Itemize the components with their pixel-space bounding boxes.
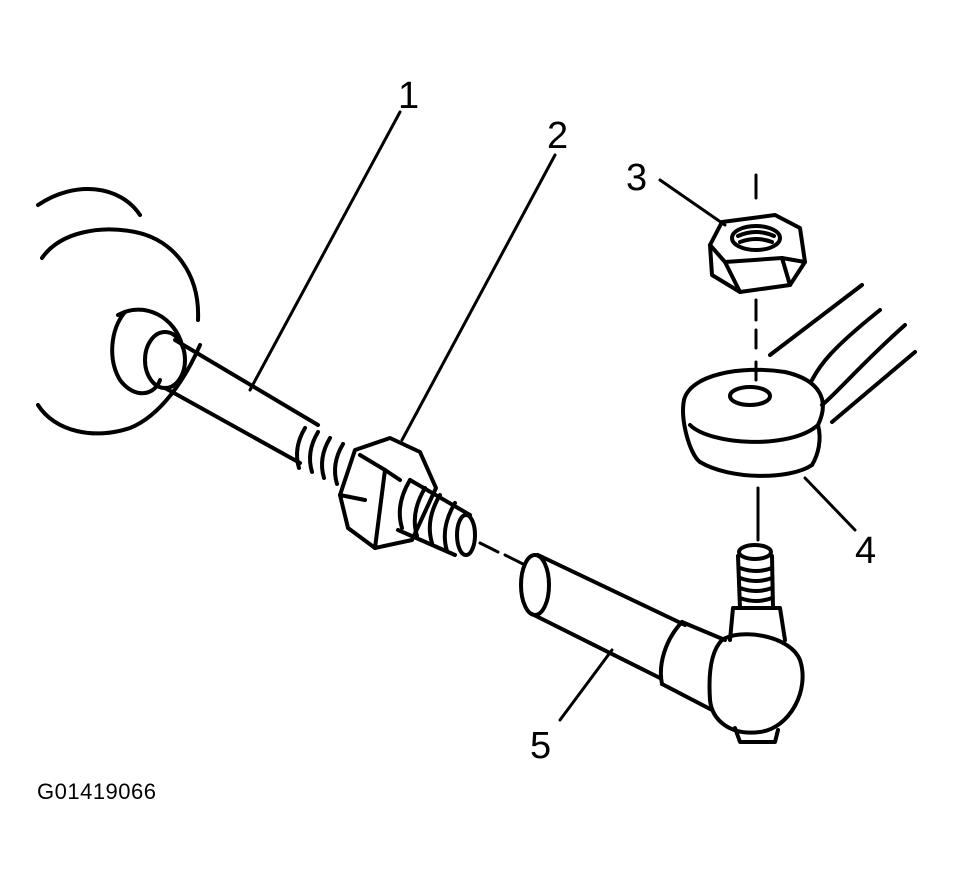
leader-2 xyxy=(400,153,557,442)
leader-4 xyxy=(803,476,857,532)
threaded-end xyxy=(396,478,477,557)
steering-knuckle-arm xyxy=(681,283,917,478)
castle-nut xyxy=(708,213,807,294)
callout-1: 1 xyxy=(398,75,419,117)
callout-2: 2 xyxy=(547,115,568,157)
jam-nut xyxy=(338,436,438,550)
rack-boot xyxy=(36,187,202,436)
leader-lines xyxy=(248,110,857,722)
leader-3 xyxy=(658,178,727,227)
callout-4: 4 xyxy=(855,530,876,572)
leader-1 xyxy=(248,110,402,392)
alignment-line-horizontal xyxy=(478,541,527,567)
callout-3: 3 xyxy=(626,157,647,199)
inner-tie-rod xyxy=(163,338,345,486)
outer-tie-rod-end xyxy=(519,553,805,744)
ball-stud xyxy=(728,543,787,642)
figure-id: G01419066 xyxy=(37,779,157,804)
callout-5: 5 xyxy=(530,725,551,767)
leader-5 xyxy=(558,648,614,722)
alignment-line-vertical xyxy=(754,173,760,542)
